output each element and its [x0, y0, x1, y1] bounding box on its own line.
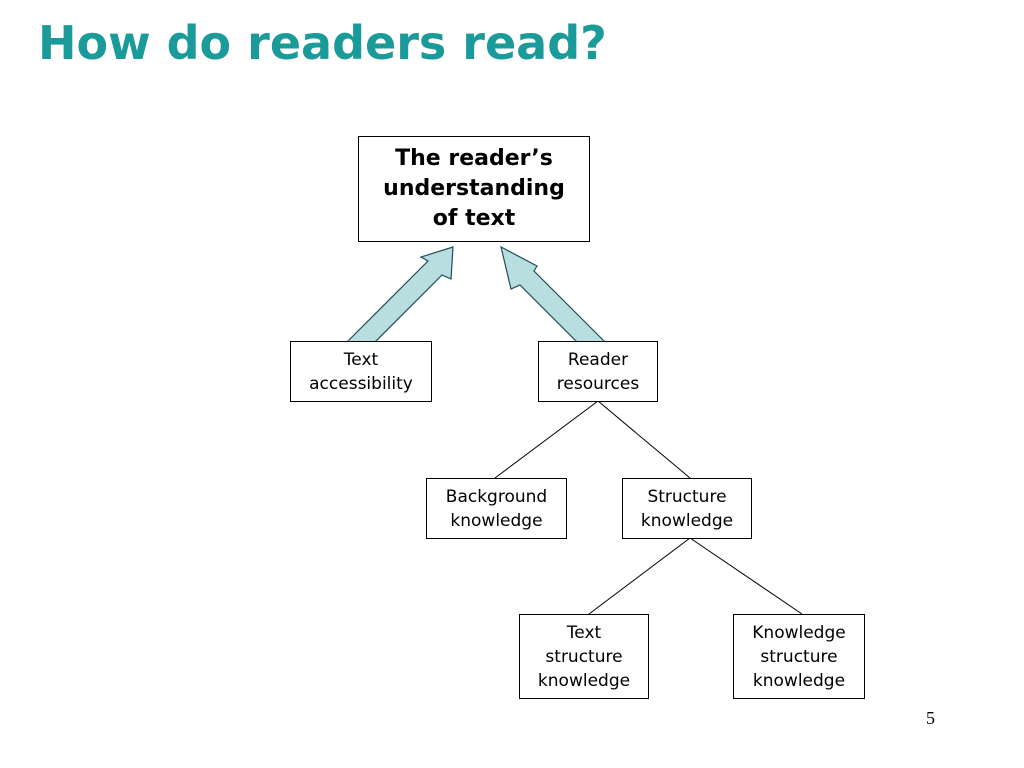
node-structure-knowledge: Structure knowledge — [622, 478, 752, 539]
node-text-accessibility: Text accessibility — [290, 341, 432, 402]
line-reader-to-background — [494, 400, 599, 479]
node-reader-resources-label: Reader resources — [556, 349, 640, 394]
node-structure-knowledge-label: Structure knowledge — [640, 486, 734, 531]
node-text-structure-knowledge: Text structure knowledge — [519, 614, 649, 699]
node-knowledge-structure-knowledge-label: Knowledge structure knowledge — [752, 622, 846, 691]
node-text-accessibility-label: Text accessibility — [309, 349, 413, 394]
line-reader-to-structure — [597, 400, 691, 479]
node-background-knowledge: Background knowledge — [426, 478, 567, 539]
arrow-reader-resources-to-root — [500, 245, 605, 356]
slide-title: How do readers read? — [38, 16, 607, 70]
node-root-label: The reader’s understanding of text — [383, 146, 565, 231]
line-structure-to-knowledge-structure — [689, 537, 803, 615]
page-number: 5 — [926, 708, 935, 728]
node-reader-resources: Reader resources — [538, 341, 658, 402]
node-background-knowledge-label: Background knowledge — [445, 486, 548, 531]
node-root-understanding: The reader’s understanding of text — [358, 136, 590, 242]
line-structure-to-text-structure — [588, 537, 691, 615]
node-knowledge-structure-knowledge: Knowledge structure knowledge — [733, 614, 865, 699]
arrow-text-accessibility-to-root — [347, 246, 454, 356]
node-text-structure-knowledge-label: Text structure knowledge — [537, 622, 631, 691]
